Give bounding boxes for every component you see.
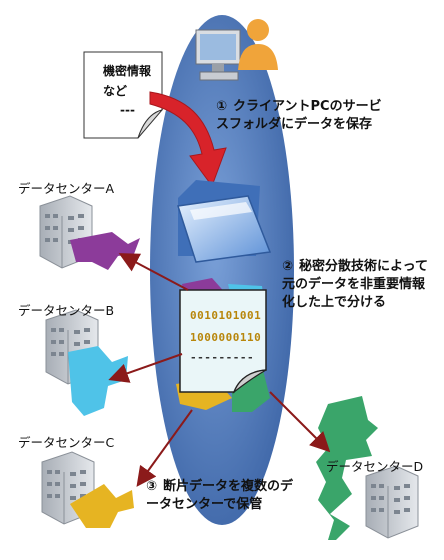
binary-line-1: 0010101001	[190, 309, 262, 322]
arrow-to-datacenter-c	[136, 409, 193, 487]
step-1-text: クライアントPCのサービスフォルダにデータを保存	[216, 99, 382, 132]
folder-icon	[177, 180, 272, 263]
fragment-cyan-b	[68, 346, 128, 416]
binary-document	[179, 289, 267, 394]
step-3-text: 断片データを複数のデータセンターで保管	[146, 479, 294, 512]
fragment-purple-a	[70, 232, 140, 270]
step-2-text: 秘密分散技術によって元のデータを非重要情報化した上で分ける	[282, 259, 428, 310]
arrow-to-datacenter-b	[108, 353, 183, 383]
client-pc-icon	[195, 19, 278, 81]
binary-line-2: 1000000110	[190, 331, 262, 344]
datacenter-c-label: データセンターC	[18, 435, 115, 450]
step-2-number: ②	[282, 259, 294, 274]
step-3-number: ③	[146, 479, 158, 494]
datacenter-d-building	[365, 465, 419, 539]
fragment-green-center	[232, 366, 270, 412]
arrow-to-datacenter-d	[269, 391, 331, 453]
secret-note-icon	[83, 51, 164, 139]
fragment-green-d	[316, 396, 378, 540]
binary-line-3: ---------	[190, 351, 255, 364]
fragment-gold-c	[70, 484, 134, 528]
step-1-number: ①	[216, 99, 228, 114]
note-line-2: など	[103, 84, 128, 98]
note-line-1: 機密情報	[103, 64, 152, 78]
datacenter-a-label: データセンターA	[18, 181, 115, 196]
arrow-to-datacenter-a	[118, 253, 189, 291]
service-ellipse	[150, 15, 294, 525]
datacenter-b-label: データセンターB	[18, 303, 115, 318]
note-line-3: ---	[120, 103, 135, 117]
datacenter-d-label: データセンターD	[326, 459, 424, 474]
